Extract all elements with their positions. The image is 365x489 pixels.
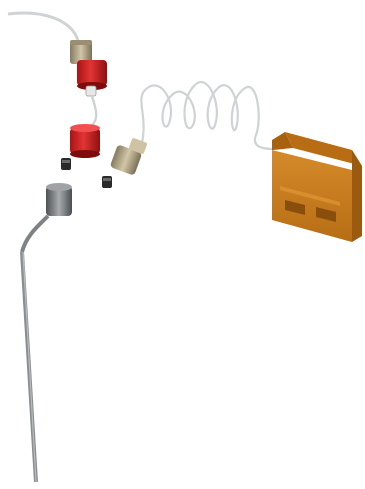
capillary-tubing-upper <box>8 13 78 40</box>
fitting-red-lower-icon <box>70 124 100 158</box>
needle-electrode-icon <box>22 183 72 482</box>
capillary-tubing-mid <box>90 96 96 128</box>
capillary-tubing-coil <box>140 82 285 150</box>
mounting-block-icon <box>272 132 362 242</box>
fitting-red-upper-icon <box>77 60 107 96</box>
fitting-tan-icon <box>110 138 148 176</box>
ferrule-small-icon <box>102 176 112 188</box>
ferrule-black-icon <box>61 158 71 170</box>
